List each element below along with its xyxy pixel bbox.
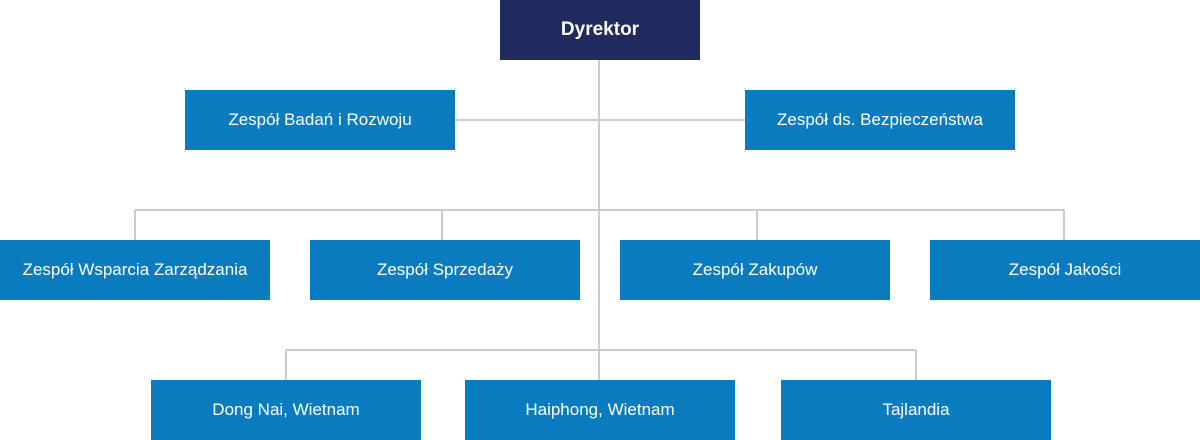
site-box-thailand[interactable]: Tajlandia bbox=[781, 380, 1051, 440]
staff-box-safety[interactable]: Zespół ds. Bezpieczeństwa bbox=[745, 90, 1015, 150]
director-box[interactable]: Dyrektor bbox=[500, 0, 700, 60]
staff-box-rd[interactable]: Zespół Badań i Rozwoju bbox=[185, 90, 455, 150]
staff-label: Zespół Badań i Rozwoju bbox=[228, 110, 412, 129]
site-label: Dong Nai, Wietnam bbox=[212, 400, 360, 419]
site-label: Tajlandia bbox=[882, 400, 950, 419]
team-label: Zespół Zakupów bbox=[692, 260, 818, 279]
site-box-haiphong[interactable]: Haiphong, Wietnam bbox=[465, 380, 735, 440]
team-box-sales[interactable]: Zespół Sprzedaży bbox=[310, 240, 580, 300]
team-box-purchasing[interactable]: Zespół Zakupów bbox=[620, 240, 890, 300]
site-label: Haiphong, Wietnam bbox=[525, 400, 675, 419]
team-label: Zespół Jakości bbox=[1008, 260, 1122, 279]
staff-label: Zespół ds. Bezpieczeństwa bbox=[777, 110, 983, 129]
director-label: Dyrektor bbox=[560, 19, 640, 40]
team-label: Zespół Wsparcia Zarządzania bbox=[22, 260, 248, 279]
site-box-dong-nai[interactable]: Dong Nai, Wietnam bbox=[151, 380, 421, 440]
team-label: Zespół Sprzedaży bbox=[376, 260, 514, 279]
team-box-quality[interactable]: Zespół Jakości bbox=[930, 240, 1200, 300]
team-box-management-support[interactable]: Zespół Wsparcia Zarządzania bbox=[0, 240, 270, 300]
